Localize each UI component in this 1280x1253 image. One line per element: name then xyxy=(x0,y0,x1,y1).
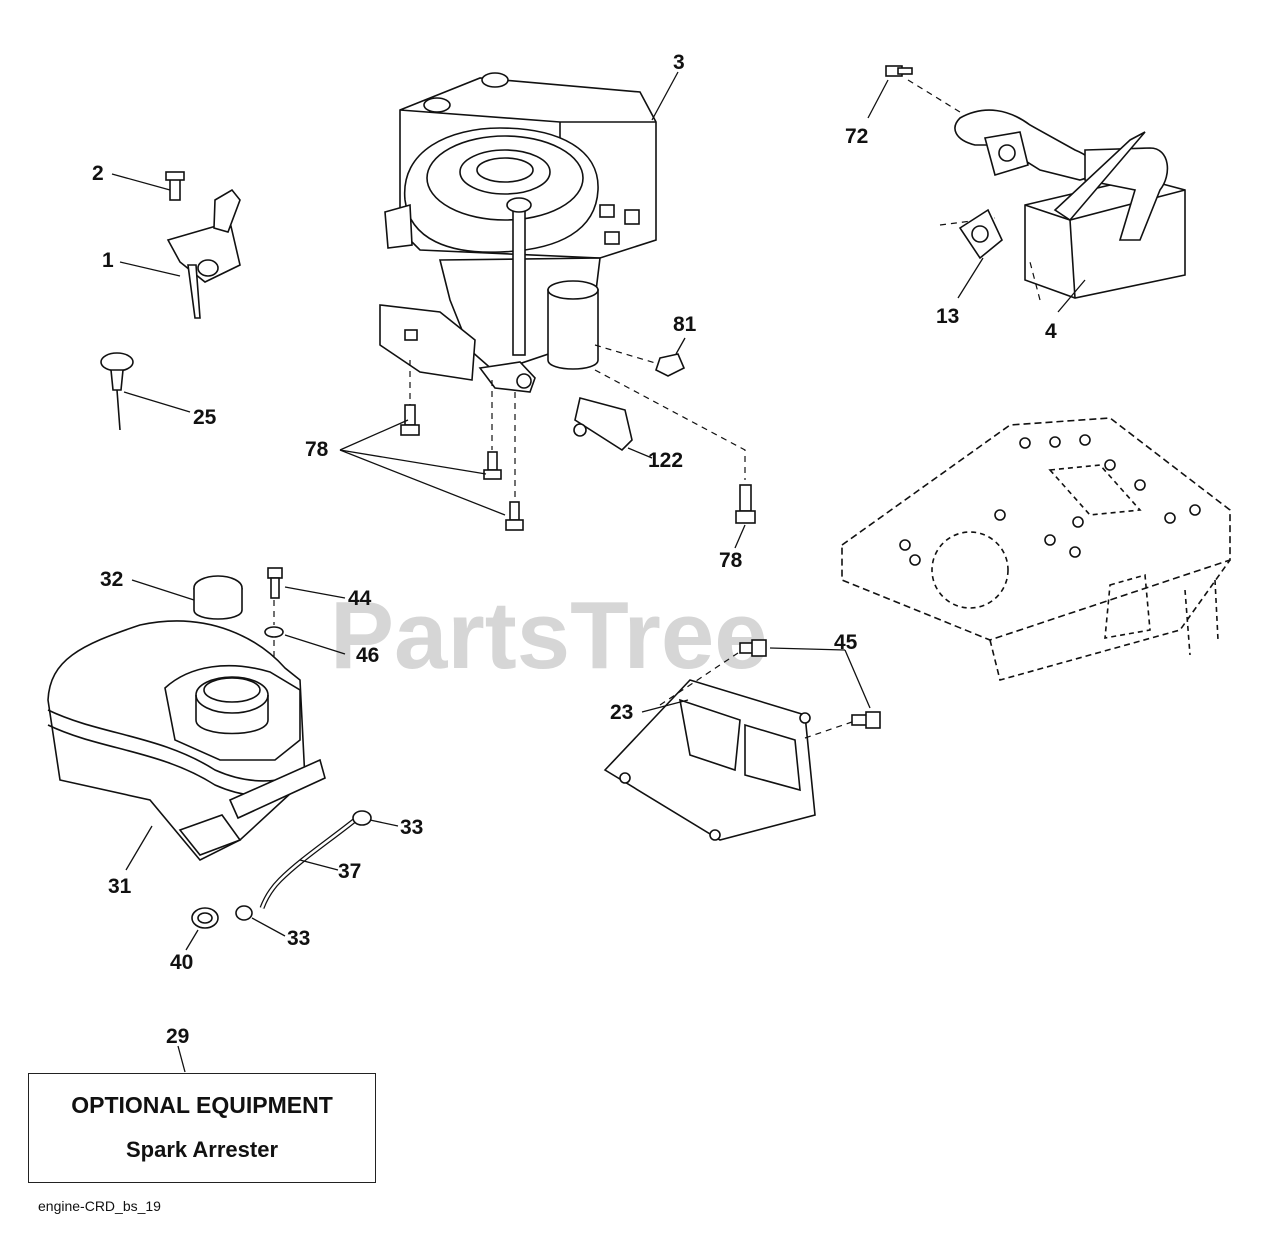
choke-cable-part xyxy=(100,352,134,431)
callout-40: 40 xyxy=(170,951,193,974)
callout-25: 25 xyxy=(193,406,217,429)
screw-44-part xyxy=(267,567,283,599)
fuel-line-37-part xyxy=(259,818,357,909)
gasket-13-part xyxy=(958,208,1003,260)
screw-72-part xyxy=(885,65,913,77)
fuel-tank-part xyxy=(47,620,326,861)
callout-46: 46 xyxy=(356,644,379,667)
bolt-78-part xyxy=(400,404,524,531)
callout-31: 31 xyxy=(108,875,132,898)
screw-45-part xyxy=(739,639,881,729)
washer-46-part xyxy=(264,626,284,638)
callout-23: 23 xyxy=(610,701,633,724)
grommet-40-part xyxy=(191,907,219,929)
callout-29: 29 xyxy=(166,1025,189,1048)
callout-37: 37 xyxy=(338,860,361,883)
clamp-33-lower-part xyxy=(235,905,253,921)
muffler-part xyxy=(1024,131,1186,299)
callout-72: 72 xyxy=(845,125,868,148)
figure-id-label: engine-CRD_bs_19 xyxy=(38,1198,161,1214)
callout-3: 3 xyxy=(673,51,685,74)
chassis-frame-part xyxy=(841,417,1231,681)
callout-1: 1 xyxy=(102,249,114,272)
throttle-control-part xyxy=(165,171,241,319)
callout-13: 13 xyxy=(936,305,959,328)
heat-shield-part xyxy=(603,679,816,841)
callout-33-upper: 33 xyxy=(400,816,423,839)
bolt-78-right-part xyxy=(735,484,756,524)
callout-81: 81 xyxy=(673,313,697,336)
callout-78-right: 78 xyxy=(719,549,743,572)
engine-part xyxy=(379,72,657,393)
optional-equipment-box: OPTIONAL EQUIPMENT Spark Arrester xyxy=(28,1073,376,1183)
watermark-text: PartsTree xyxy=(330,582,768,689)
optional-equipment-title: OPTIONAL EQUIPMENT xyxy=(71,1092,333,1118)
callout-78-left: 78 xyxy=(305,438,329,461)
callout-32: 32 xyxy=(100,568,123,591)
clamp-33-upper-part xyxy=(352,810,372,826)
exhaust-pipe-part xyxy=(954,109,1096,181)
optional-equipment-subtitle: Spark Arrester xyxy=(125,1137,279,1162)
callout-2: 2 xyxy=(92,162,104,185)
callout-122: 122 xyxy=(648,449,683,472)
callout-4: 4 xyxy=(1045,320,1057,343)
callout-45: 45 xyxy=(834,631,858,654)
nut-81-part xyxy=(655,353,686,377)
bracket-122-part xyxy=(573,397,633,452)
fuel-cap-32-part xyxy=(193,575,243,620)
callout-33-lower: 33 xyxy=(287,927,310,950)
callout-44: 44 xyxy=(348,587,372,610)
